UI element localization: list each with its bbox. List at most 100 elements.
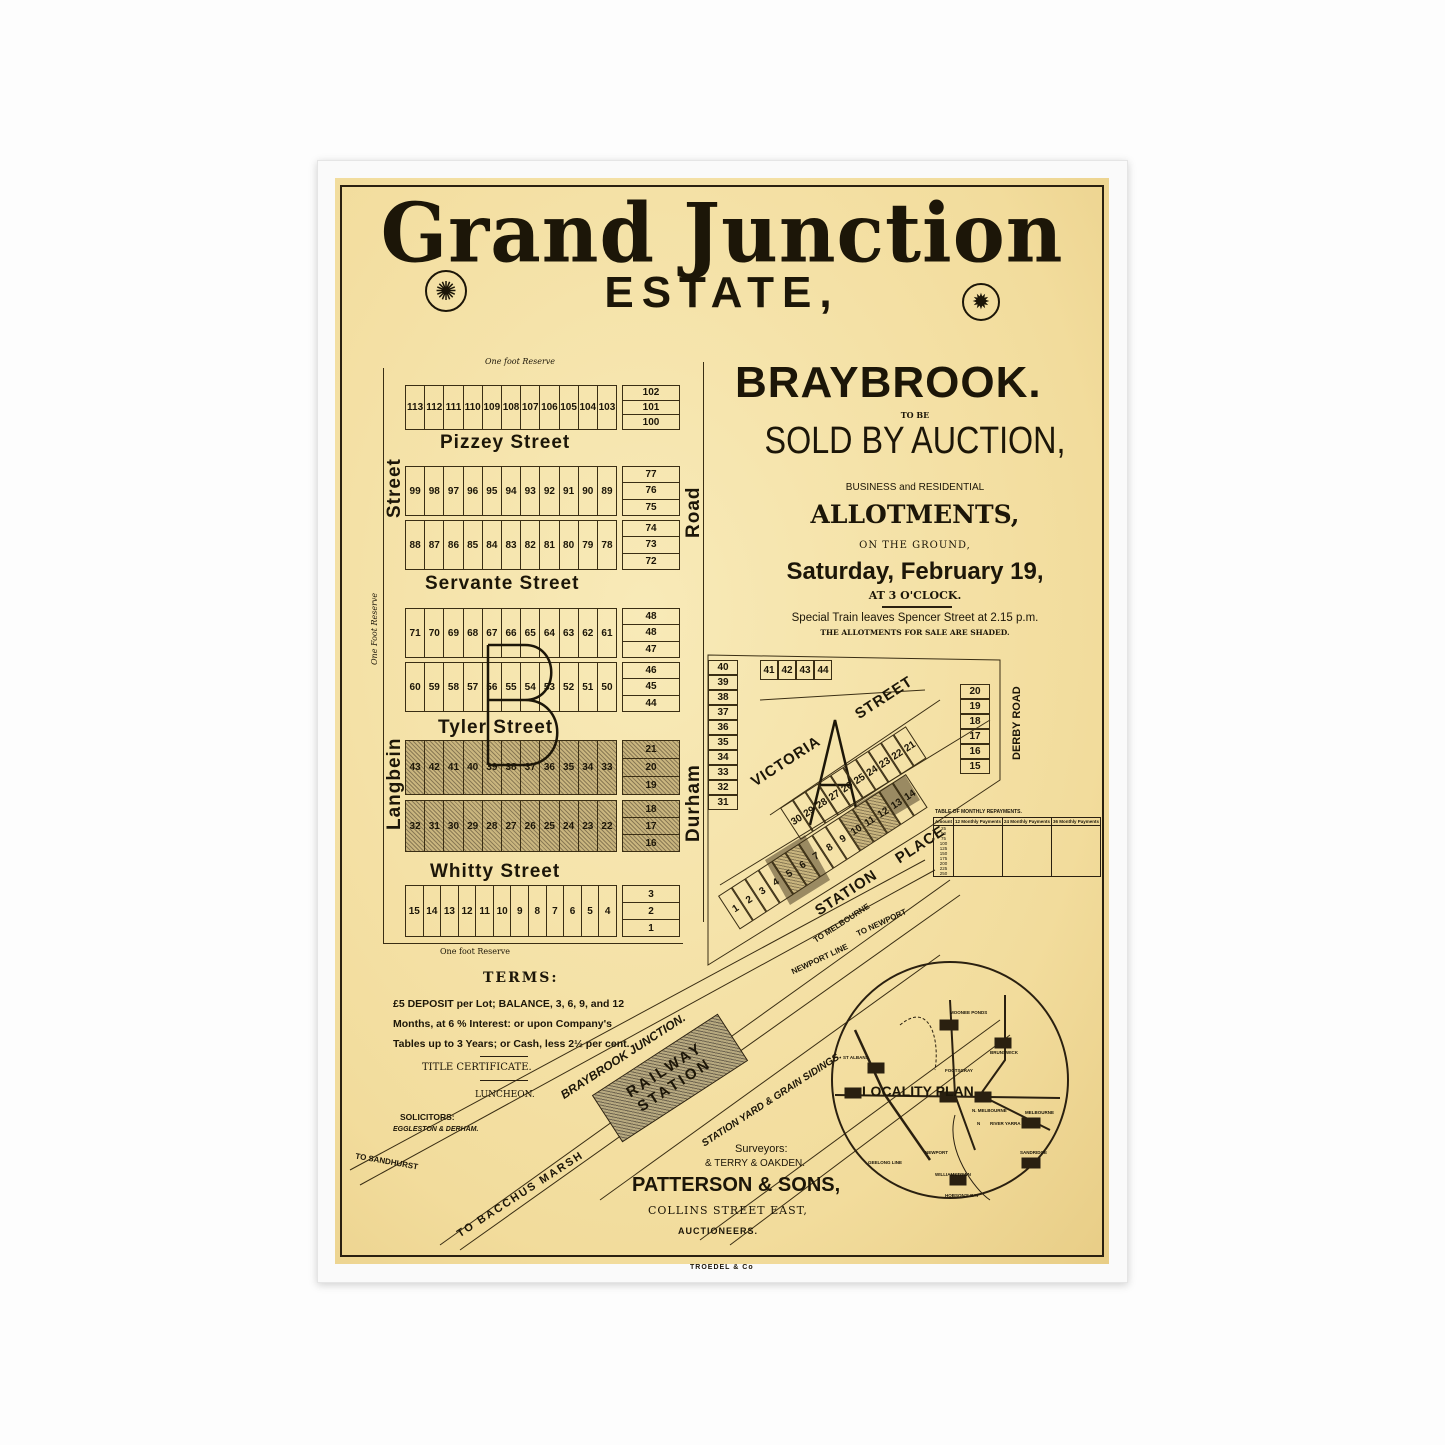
amount-cell: 100	[933, 841, 954, 846]
lot: 33	[601, 762, 613, 773]
lot: 40	[464, 741, 483, 794]
payment-cell	[953, 866, 1004, 871]
lot: 71	[406, 609, 426, 657]
solicitors-label: SOLICITORS:	[400, 1112, 455, 1122]
lot: 35	[708, 735, 738, 750]
lot: 43	[406, 741, 426, 794]
lot: 32	[708, 780, 738, 795]
lot: 48	[623, 609, 679, 626]
business-residential: BUSINESS and RESIDENTIAL	[845, 482, 985, 493]
terms-line: £5 DEPOSIT per Lot; BALANCE, 3, 6, 9, an…	[393, 998, 625, 1010]
payment-cell	[953, 871, 1004, 877]
section-a-outline	[707, 654, 1001, 966]
lot: 75	[645, 501, 657, 513]
payment-cell	[1051, 866, 1102, 871]
amount-cell: 225	[933, 866, 954, 871]
lot: 12	[459, 886, 477, 936]
payment-cell	[1002, 825, 1053, 831]
repayment-table-title: TABLE OF MONTHLY REPAYMENTS.	[935, 809, 1022, 815]
lot: 10	[494, 886, 512, 936]
lot: 78	[601, 539, 613, 551]
lot: 110	[464, 386, 483, 429]
locality-place: MOONEE PONDS	[950, 1010, 988, 1015]
locality-place: N	[977, 1121, 981, 1126]
table-row: 75	[933, 836, 1102, 841]
terms-line: Tables up to 3 Years; or Cash, less 2½ p…	[393, 1038, 630, 1050]
payment-cell	[1051, 851, 1102, 856]
terms-title: TERMS:	[483, 970, 559, 986]
title-certificate: TITLE CERTIFICATE.	[422, 1062, 532, 1073]
lot: 26	[521, 801, 541, 851]
reserve-line	[383, 368, 384, 943]
sold-by-auction: SOLD BY AUCTION,	[764, 420, 1066, 462]
payment-cell	[1051, 856, 1102, 861]
payment-cell	[1002, 846, 1053, 851]
lot: 22	[601, 820, 613, 832]
lot: 51	[579, 663, 598, 711]
lot: 103	[598, 402, 616, 413]
lot: 20	[623, 759, 679, 777]
locality-plan	[831, 961, 1069, 1201]
locality-place: BRUNSWICK	[990, 1050, 1018, 1055]
amount-cell: 75	[933, 836, 954, 841]
auctioneer: PATTERSON & SONS,	[632, 1174, 841, 1196]
table-header: 24 Monthly Payments	[1002, 817, 1053, 826]
payment-cell	[1002, 836, 1053, 841]
on-the-ground: ON THE GROUND,	[859, 540, 971, 551]
lot: 9	[511, 886, 530, 936]
lot: 91	[560, 467, 579, 515]
lot: 72	[645, 555, 657, 567]
payment-cell	[953, 846, 1004, 851]
street-label-whitty: Whitty Street	[430, 861, 561, 882]
lot: 76	[623, 483, 679, 500]
printer-credit: TROEDEL & Co	[690, 1264, 754, 1271]
poster	[335, 178, 1109, 1264]
lot: 56	[483, 663, 502, 711]
lot: 27	[502, 801, 522, 851]
luncheon: LUNCHEON.	[475, 1090, 535, 1100]
lot: 61	[601, 627, 613, 639]
amount-cell: 200	[933, 861, 954, 866]
lot: 64	[540, 609, 560, 657]
lot: 111	[444, 386, 464, 429]
lot: 11	[476, 886, 494, 936]
lot: 109	[483, 386, 502, 429]
road-line	[703, 362, 704, 922]
lot: 25	[540, 801, 560, 851]
table-header: 12 Monthly Payments	[952, 817, 1004, 826]
to-be: TO BE	[900, 410, 930, 420]
street-label-derby: DERBY ROAD	[1011, 686, 1023, 760]
auctioneers-label: AUCTIONEERS.	[678, 1226, 759, 1236]
lot: 86	[444, 521, 464, 569]
lot: 3	[623, 886, 679, 903]
surveyors-label: Surveyors:	[735, 1143, 788, 1155]
lot: 81	[540, 521, 560, 569]
lot: 80	[560, 521, 579, 569]
lot: 40	[708, 660, 738, 675]
lot: 102	[623, 386, 679, 401]
lot: 39	[708, 675, 738, 690]
poster-subtitle: ESTATE,	[604, 268, 840, 317]
payment-cell	[953, 856, 1004, 861]
lot: 4	[604, 905, 611, 917]
payment-cell	[1051, 871, 1102, 877]
street-label-pizzey: Pizzey Street	[440, 432, 571, 453]
lot: 43	[796, 660, 814, 680]
lot: 63	[560, 609, 579, 657]
poster-border	[340, 185, 1104, 1257]
lot: 21	[623, 741, 679, 759]
amount-cell: 175	[933, 856, 954, 861]
lot: 62	[579, 609, 598, 657]
lot: 84	[483, 521, 502, 569]
payment-cell	[1002, 831, 1053, 836]
lot: 97	[444, 467, 464, 515]
lot: 28	[483, 801, 502, 851]
table-row: 150	[933, 851, 1102, 856]
lot: 95	[483, 467, 502, 515]
